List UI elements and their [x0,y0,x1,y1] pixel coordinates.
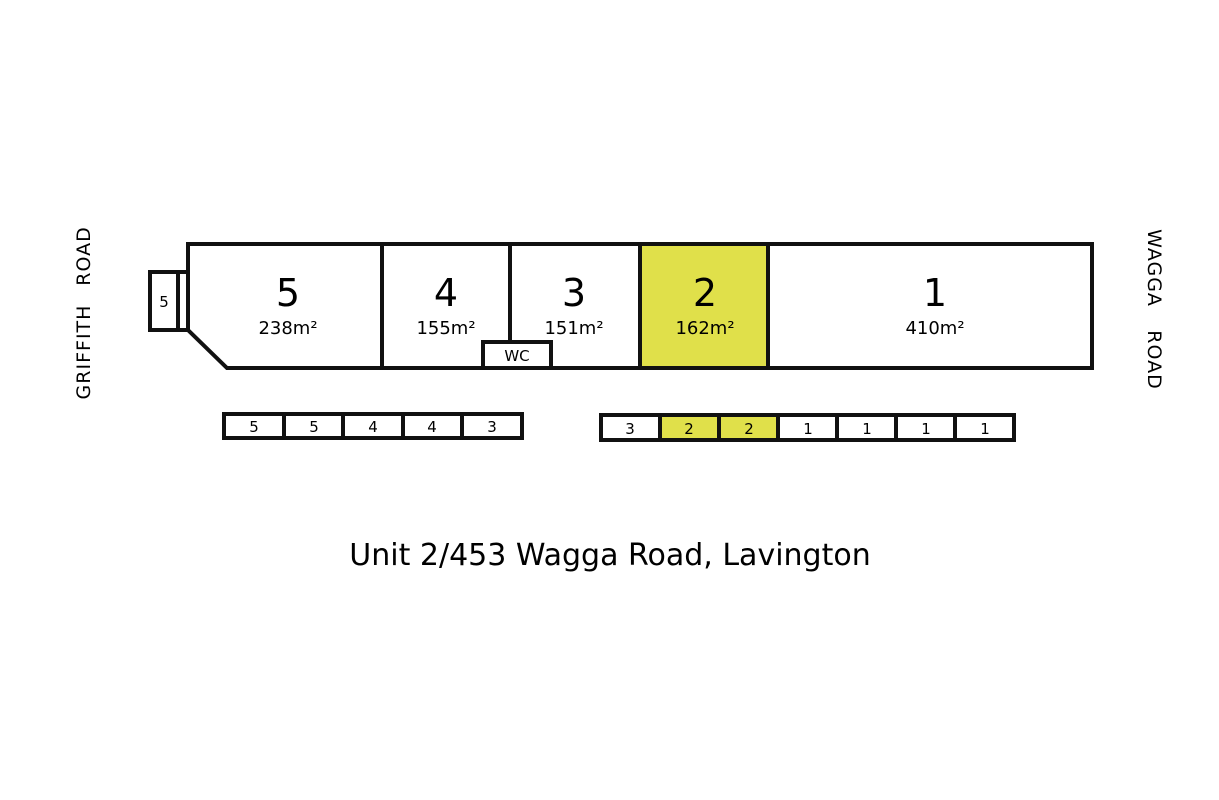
parking-space-label: 1 [921,420,931,438]
road-label-griffith: GRIFFITH [73,305,95,400]
unit-3-number: 3 [562,271,586,315]
road-label-wagga-road: ROAD [1143,330,1165,389]
parking-right-outline [599,413,1016,442]
parking-space-label: 2 [684,420,694,438]
unit-2-number: 2 [693,271,717,315]
parking-space-label: 4 [427,418,437,436]
parking-space-label: 1 [862,420,872,438]
unit-4-number: 4 [434,271,458,315]
wc-label: WC [504,347,529,365]
unit-5-number: 5 [276,271,300,315]
parking-space-label: 4 [368,418,378,436]
road-label-griffith-road: ROAD [73,226,95,285]
parking-space-label: 2 [744,420,754,438]
unit-5-area: 238m² [258,318,317,339]
parking-space-label: 1 [803,420,813,438]
unit-2-area: 162m² [675,318,734,339]
unit-4-area: 155m² [416,318,475,339]
parking-space-label: 5 [309,418,319,436]
road-label-wagga: WAGGA [1143,229,1165,307]
parking-left-outline [222,412,524,440]
unit-1-area: 410m² [905,318,964,339]
address-caption: Unit 2/453 Wagga Road, Lavington [349,538,870,573]
parking-row-left: 5 5 4 4 3 [222,412,524,440]
parking-space-label: 3 [487,418,497,436]
store-room-label: 5 [159,293,169,311]
parking-row-right: 3 2 2 1 1 1 1 [599,413,1016,442]
parking-space-label: 5 [249,418,259,436]
unit-1-number: 1 [923,271,947,315]
parking-space-label: 3 [625,420,635,438]
unit-2-highlight-fill [640,245,768,368]
store-room-5 [148,270,190,332]
unit-3-area: 151m² [544,318,603,339]
wc-box [481,340,553,370]
parking-space-label: 1 [980,420,990,438]
